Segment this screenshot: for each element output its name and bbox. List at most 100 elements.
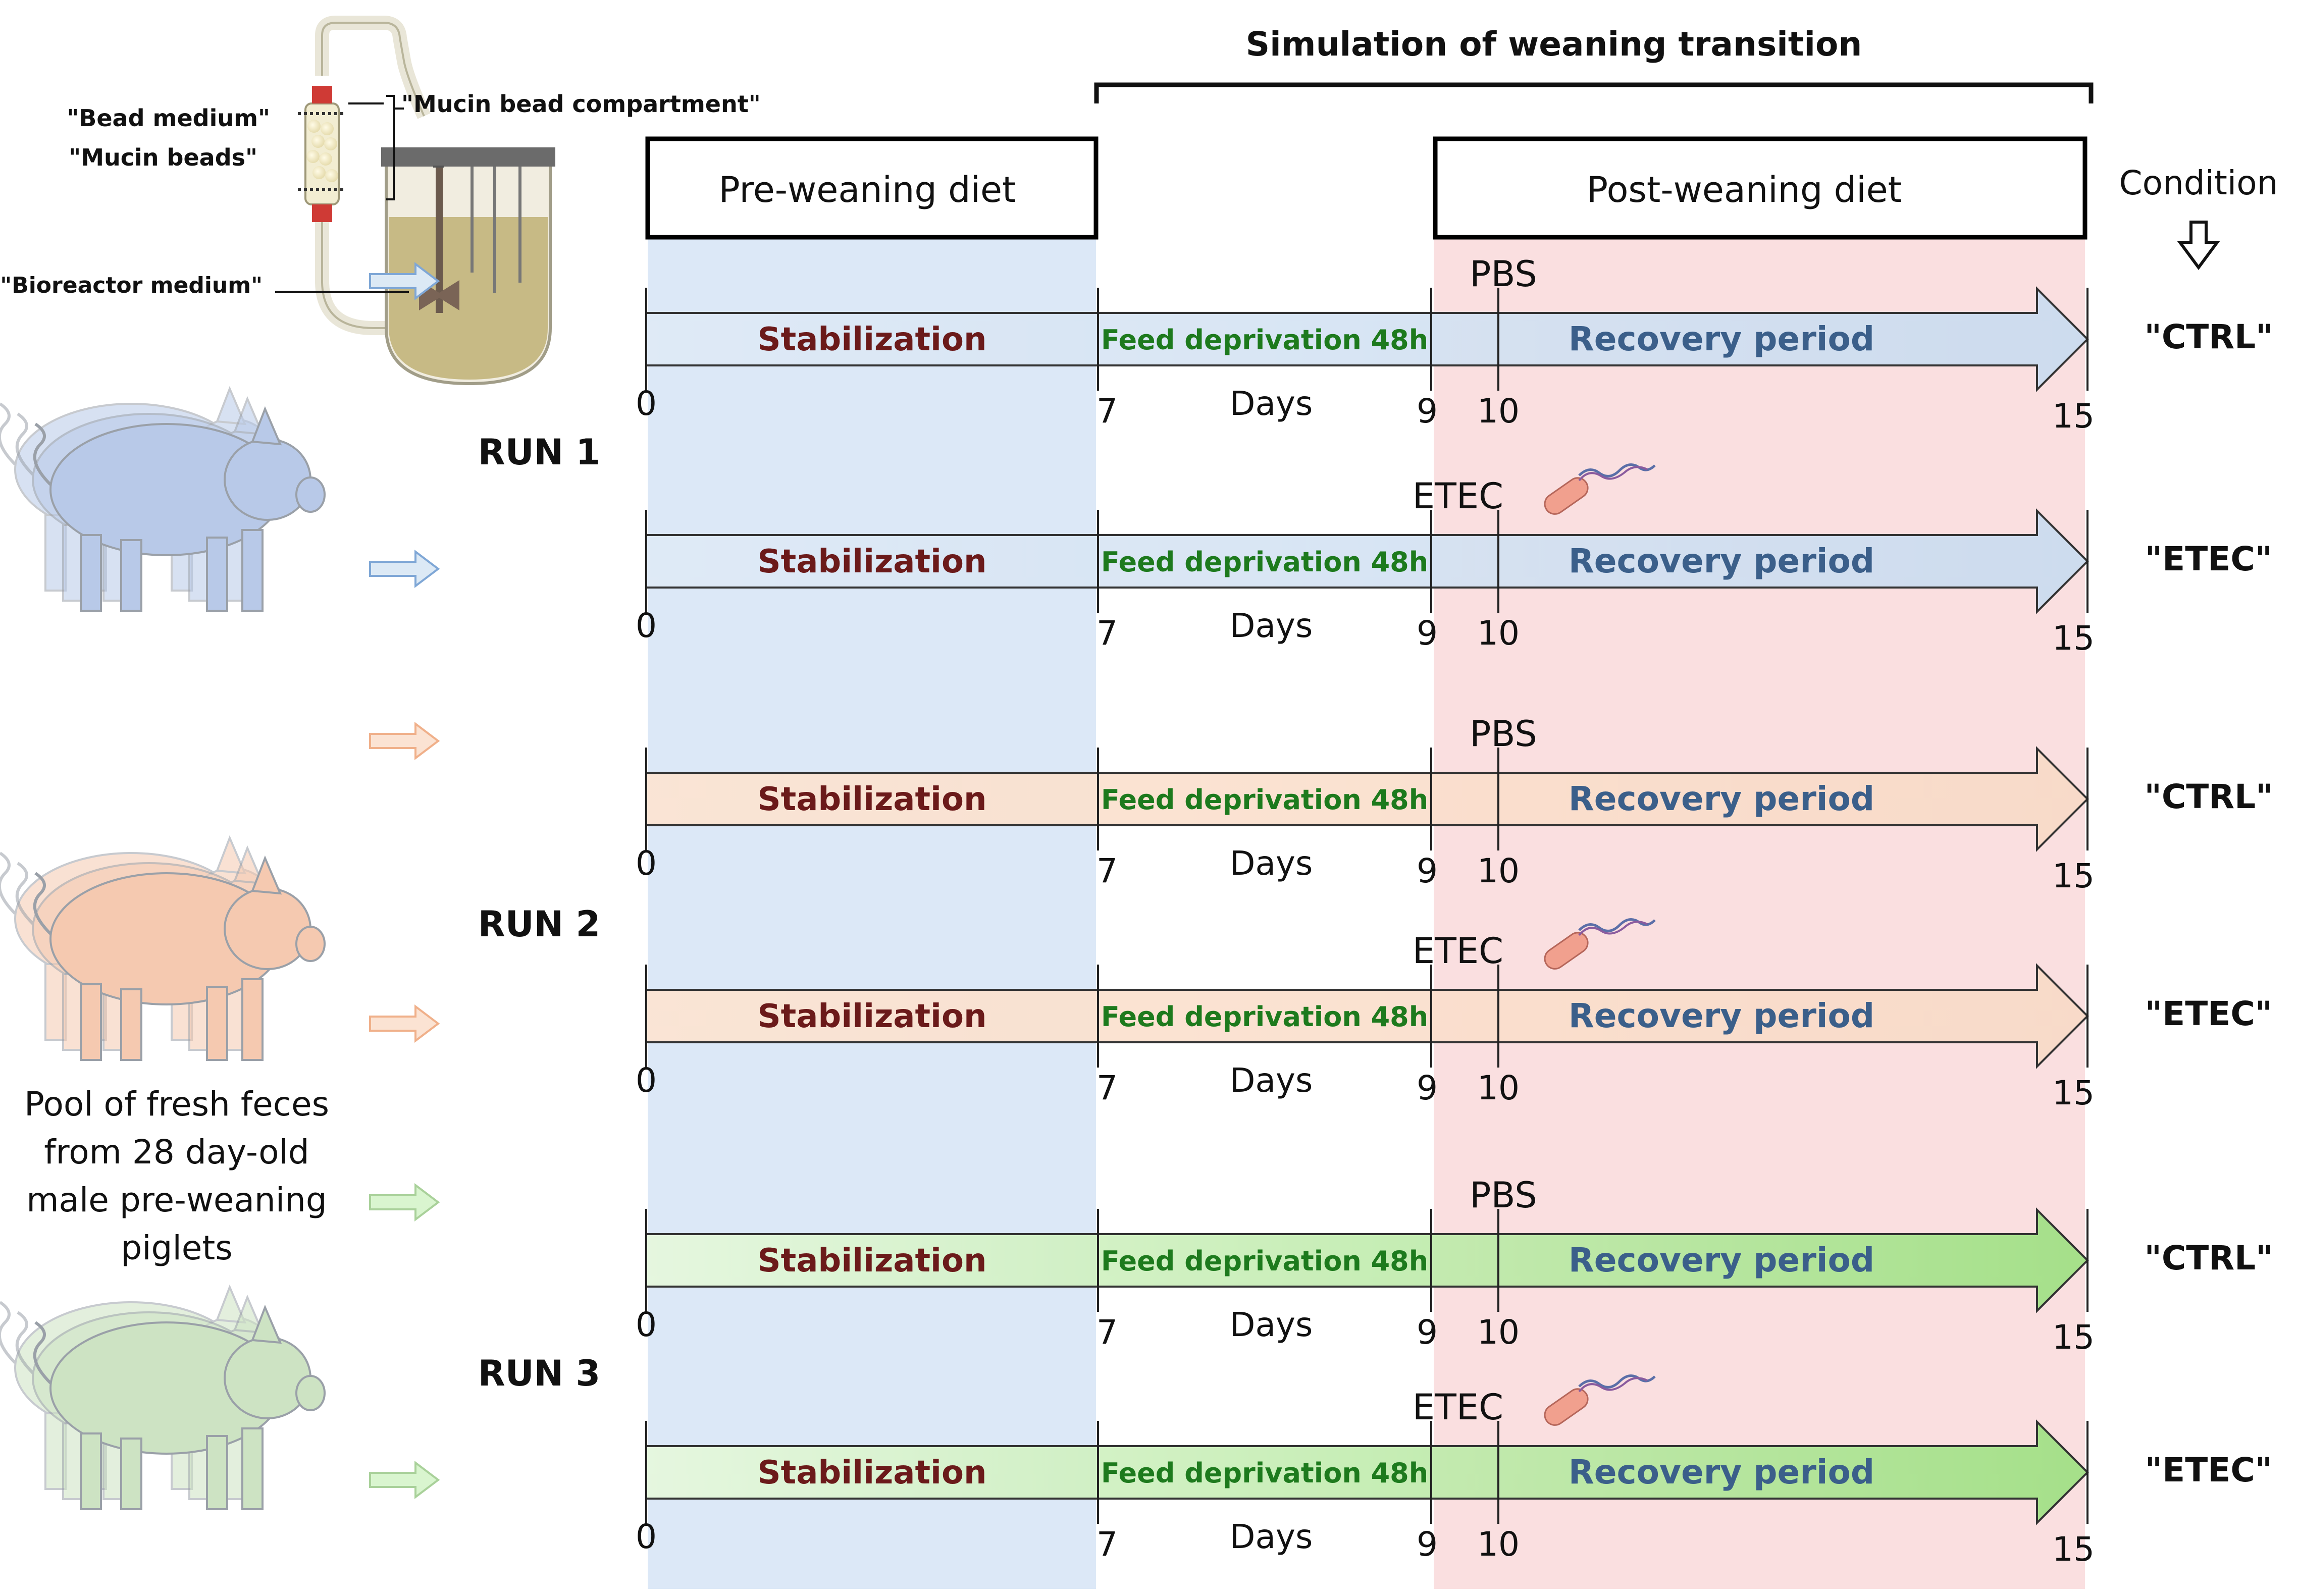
day-tick-label: 7 bbox=[1097, 852, 1118, 890]
bioreactor-medium-label: "Bioreactor medium" bbox=[0, 273, 263, 298]
day-tick-label: 9 bbox=[1417, 852, 1438, 890]
treatment-label: ETEC bbox=[1413, 930, 1503, 972]
days-axis-label: Days bbox=[1230, 1517, 1313, 1556]
feed-deprivation-label: Feed deprivation 48h bbox=[1101, 546, 1428, 578]
timeline-arrow bbox=[645, 1419, 2089, 1525]
run-label: RUN 2 bbox=[478, 903, 600, 945]
day-tick-label: 15 bbox=[2052, 1074, 2095, 1112]
day-tick-label: 0 bbox=[636, 1305, 657, 1344]
timeline-lane: PBS Stabilization Feed deprivation 48h Reco… bbox=[636, 1175, 2273, 1357]
stabilization-label: Stabilization bbox=[758, 781, 987, 818]
recovery-period-label: Recovery period bbox=[1569, 1241, 1874, 1280]
day-tick-label: 7 bbox=[1097, 1069, 1118, 1107]
pre-weaning-diet-label: Pre-weaning diet bbox=[718, 169, 1016, 210]
timeline-arrow bbox=[645, 1207, 2089, 1313]
stabilization-label: Stabilization bbox=[758, 543, 987, 580]
timeline-arrow bbox=[645, 746, 2089, 852]
days-axis-label: Days bbox=[1230, 384, 1313, 423]
feed-deprivation-label: Feed deprivation 48h bbox=[1101, 784, 1428, 816]
day-tick-label: 0 bbox=[636, 1061, 657, 1100]
feed-deprivation-label: Feed deprivation 48h bbox=[1101, 1457, 1428, 1489]
day-tick-label: 7 bbox=[1097, 1525, 1118, 1564]
recovery-period-label: Recovery period bbox=[1569, 1453, 1874, 1492]
feed-deprivation-label: Feed deprivation 48h bbox=[1101, 324, 1428, 356]
day-tick-label: 9 bbox=[1417, 1525, 1438, 1564]
days-axis-label: Days bbox=[1230, 1305, 1313, 1344]
day-tick-label: 10 bbox=[1477, 614, 1520, 653]
day-tick-label: 10 bbox=[1477, 392, 1520, 431]
post-weaning-region bbox=[1434, 236, 2085, 1589]
day-tick-label: 15 bbox=[2052, 397, 2095, 436]
piglet-icon bbox=[0, 1284, 326, 1510]
feed-deprivation-label: Feed deprivation 48h bbox=[1101, 1245, 1428, 1277]
timeline-arrow bbox=[645, 963, 2089, 1069]
post-weaning-diet-box: Post-weaning diet bbox=[1433, 136, 2087, 240]
feed-arrow-icon bbox=[369, 1183, 440, 1222]
condition-label: "CTRL" bbox=[2144, 1239, 2273, 1278]
bioreactor-lid bbox=[381, 147, 555, 167]
bead-medium-label: "Bead medium" bbox=[67, 104, 270, 132]
condition-label: "CTRL" bbox=[2144, 317, 2273, 356]
bioreactor-medium-fill bbox=[389, 217, 548, 380]
condition-label: "ETEC" bbox=[2145, 1451, 2272, 1489]
treatment-label: PBS bbox=[1470, 1175, 1537, 1216]
day-tick-label: 10 bbox=[1477, 852, 1520, 890]
days-axis-label: Days bbox=[1230, 606, 1313, 645]
pre-weaning-region bbox=[648, 236, 1096, 1589]
timeline-arrow bbox=[645, 508, 2089, 614]
bacterium-icon bbox=[1544, 463, 1656, 515]
day-tick-label: 0 bbox=[636, 384, 657, 423]
source-caption-line-3: male pre-weaning bbox=[26, 1181, 327, 1219]
bacterium-icon bbox=[1544, 1374, 1656, 1426]
weaning-bracket bbox=[1094, 82, 2094, 103]
stabilization-label: Stabilization bbox=[758, 1242, 987, 1280]
mucin-beads-icon bbox=[306, 120, 338, 182]
day-tick-label: 7 bbox=[1097, 392, 1118, 431]
bacterium-icon bbox=[1544, 918, 1656, 970]
day-tick-label: 7 bbox=[1097, 1313, 1118, 1352]
feed-arrow-icon bbox=[369, 261, 440, 301]
treatment-label: ETEC bbox=[1413, 475, 1503, 517]
timeline-lane: PBS Stabilization Feed deprivation 48h Reco… bbox=[636, 713, 2273, 895]
recovery-period-label: Recovery period bbox=[1569, 320, 1874, 358]
condition-label: "ETEC" bbox=[2145, 540, 2272, 578]
bioreactor-illustration: "Bead medium" "Mucin beads" "Mucin bead … bbox=[0, 16, 761, 386]
title: Simulation of weaning transition bbox=[1246, 25, 1862, 64]
days-axis-label: Days bbox=[1230, 1061, 1313, 1100]
feed-arrow-icon bbox=[369, 721, 440, 761]
day-tick-label: 0 bbox=[636, 606, 657, 645]
day-tick-label: 15 bbox=[2052, 1318, 2095, 1357]
run-group: RUN 2 PBS Stabilization Feed deprivation 48… bbox=[0, 713, 2273, 1112]
day-tick-label: 0 bbox=[636, 844, 657, 883]
recovery-period-label: Recovery period bbox=[1569, 779, 1874, 818]
day-tick-label: 10 bbox=[1477, 1069, 1520, 1107]
mucin-beads-label: "Mucin beads" bbox=[69, 144, 257, 171]
day-tick-label: 10 bbox=[1477, 1525, 1520, 1564]
feed-arrow-icon bbox=[369, 549, 440, 589]
source-caption-line-4: piglets bbox=[121, 1229, 232, 1267]
treatment-label: PBS bbox=[1470, 713, 1537, 755]
day-tick-label: 15 bbox=[2052, 1530, 2095, 1569]
pre-weaning-diet-box: Pre-weaning diet bbox=[645, 136, 1099, 240]
source-caption-line-2: from 28 day-old bbox=[44, 1133, 309, 1172]
mucin-bead-compartment-label: "Mucin bead compartment" bbox=[401, 90, 761, 118]
day-tick-label: 9 bbox=[1417, 614, 1438, 653]
recovery-period-label: Recovery period bbox=[1569, 996, 1874, 1035]
condition-header: Condition bbox=[2119, 164, 2278, 202]
day-tick-label: 9 bbox=[1417, 1313, 1438, 1352]
source-caption-line-1: Pool of fresh feces bbox=[24, 1085, 329, 1124]
treatment-label: ETEC bbox=[1413, 1387, 1503, 1428]
stabilization-label: Stabilization bbox=[758, 321, 987, 358]
source-caption: Pool of fresh feces from 28 day-old male… bbox=[24, 1085, 329, 1267]
condition-label: "CTRL" bbox=[2144, 777, 2273, 816]
down-arrow-icon bbox=[2177, 221, 2220, 271]
day-tick-label: 9 bbox=[1417, 392, 1438, 431]
piglet-icon bbox=[0, 835, 326, 1061]
